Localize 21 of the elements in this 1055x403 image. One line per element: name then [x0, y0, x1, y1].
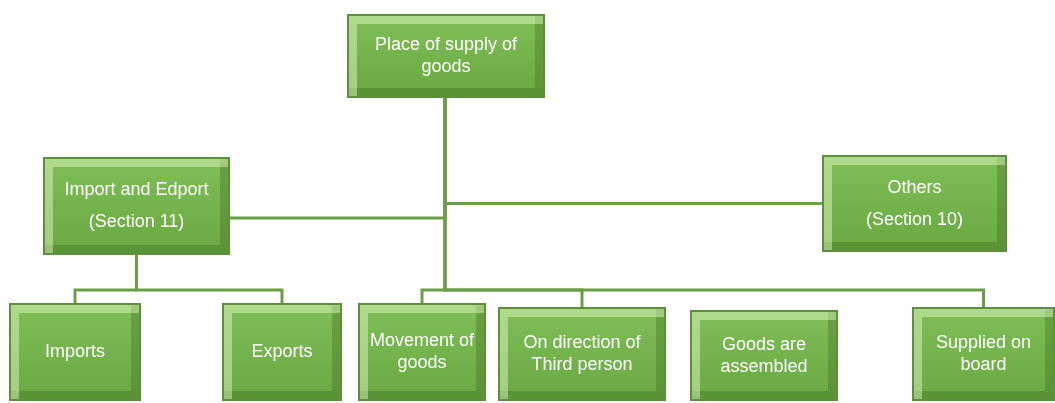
box-label: Goods are assembled [719, 333, 809, 378]
box-label: Others [887, 176, 942, 199]
box-label: Movement of goods [368, 330, 475, 374]
process-box [358, 303, 486, 401]
process-box [222, 303, 342, 401]
box-label: Place of supply of goods [373, 34, 519, 78]
box-label: Exports [251, 341, 313, 363]
process-box [9, 303, 141, 401]
process-box [822, 155, 1007, 252]
box-label: Import and Edport [64, 179, 209, 201]
box-label: Supplied on board [934, 332, 1033, 376]
process-box [690, 310, 838, 401]
process-box [43, 157, 230, 255]
process-box [912, 307, 1055, 401]
connector-line [443, 98, 985, 307]
box-label: (Section 11) [88, 211, 185, 233]
box-label: (Section 10) [865, 208, 964, 231]
process-box [498, 307, 666, 401]
box-label: Imports [45, 341, 105, 363]
process-box [347, 14, 545, 98]
box-label: On direction of Third person [522, 332, 642, 376]
